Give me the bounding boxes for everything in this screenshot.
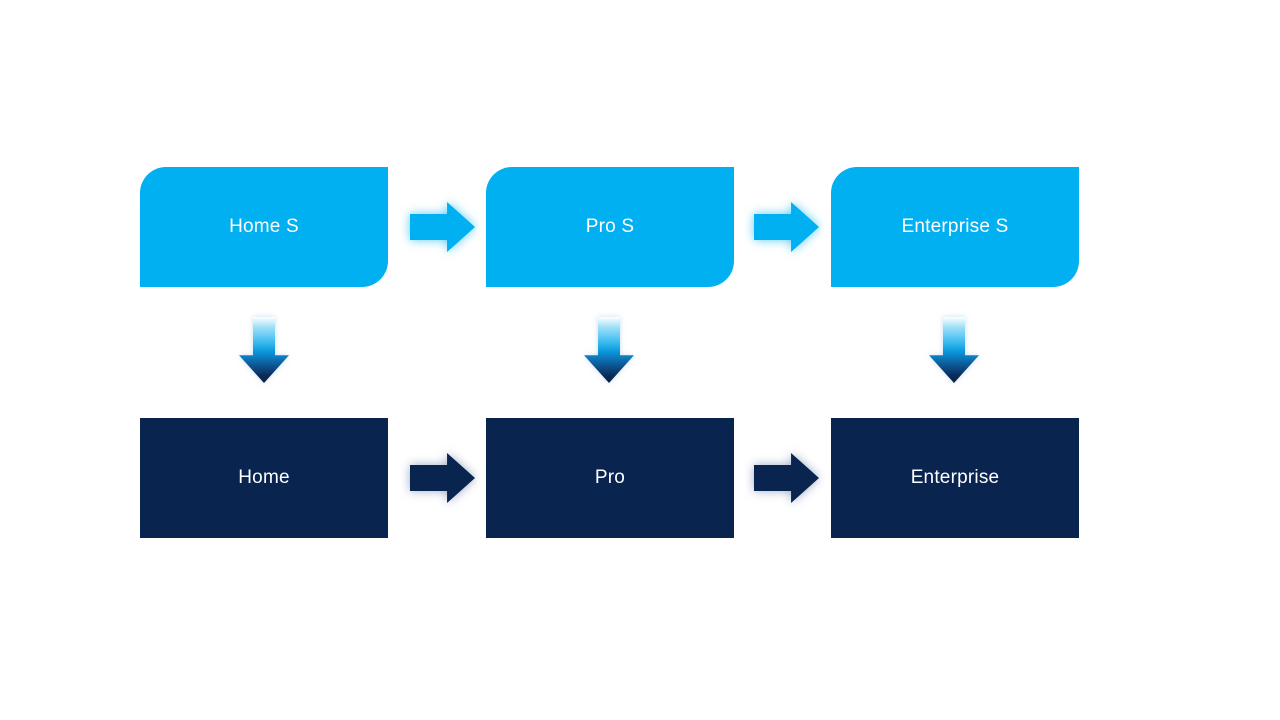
down-arrow-shape: [239, 317, 289, 383]
box-label: Enterprise: [910, 467, 1000, 488]
box-label: Enterprise S: [901, 216, 1009, 237]
right-arrow-shape: [410, 453, 475, 503]
box-enterprise: Enterprise: [831, 418, 1079, 538]
box-pro: Pro: [486, 418, 734, 538]
box-enterprise-s: Enterprise S: [831, 167, 1079, 287]
box-label: Pro S: [585, 216, 635, 237]
box-label: Home S: [229, 216, 299, 237]
box-home: Home: [140, 418, 388, 538]
right-arrow-icon: [754, 202, 819, 252]
right-arrow-shape: [754, 453, 819, 503]
box-label: Home: [238, 467, 290, 488]
right-arrow-shape: [410, 202, 475, 252]
box-home-s: Home S: [140, 167, 388, 287]
right-arrow-icon: [754, 453, 819, 503]
down-arrow-shape: [929, 317, 979, 383]
down-arrow-shape: [584, 317, 634, 383]
box-pro-s: Pro S: [486, 167, 734, 287]
down-arrow-icon: [929, 317, 979, 383]
right-arrow-icon: [410, 202, 475, 252]
down-arrow-icon: [239, 317, 289, 383]
right-arrow-icon: [410, 453, 475, 503]
right-arrow-shape: [754, 202, 819, 252]
box-label: Pro: [594, 467, 626, 488]
down-arrow-icon: [584, 317, 634, 383]
